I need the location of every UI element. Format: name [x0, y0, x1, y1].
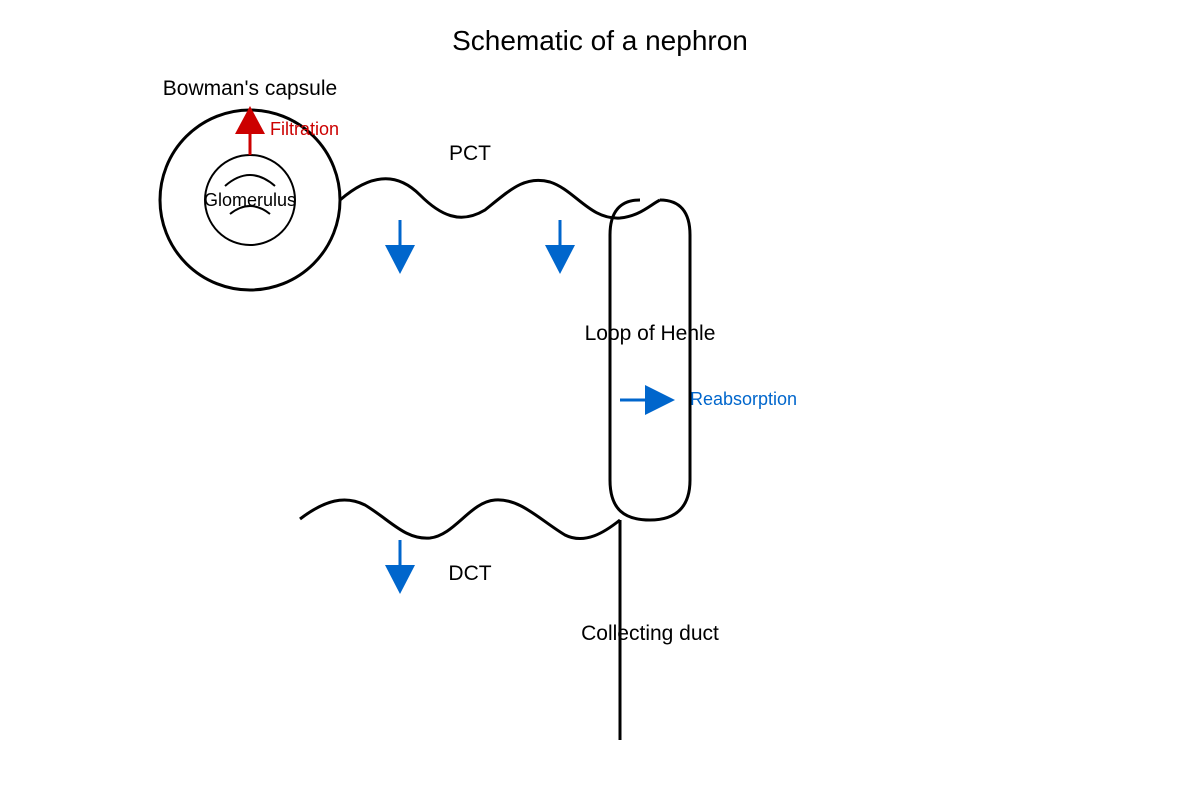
reabsorption-arrow-pct-2-head	[545, 245, 575, 274]
pct-label: PCT	[449, 142, 491, 165]
bowmans-capsule-label: Bowman's capsule	[163, 77, 337, 100]
glomerulus-label: Glomerulus	[204, 190, 296, 210]
loop-of-henle-label: Loop of Henle	[585, 322, 716, 345]
filtration-label: Filtration	[270, 119, 339, 139]
dct-label: DCT	[448, 562, 491, 585]
proximal-convoluted-tubule	[339, 177, 661, 220]
reabsorption-label: Reabsorption	[690, 389, 797, 409]
glomerulus-capillary-upper	[224, 174, 276, 187]
diagram-title: Schematic of a nephron	[452, 25, 748, 56]
collecting-duct-label: Collecting duct	[581, 622, 719, 645]
reabsorption-arrow-pct-1-head	[385, 245, 415, 274]
reabsorption-arrow-loop-head	[645, 385, 675, 415]
filtration-arrow-head	[235, 106, 265, 134]
reabsorption-arrow-dct-head	[385, 565, 415, 594]
loop-of-henle	[608, 198, 692, 522]
distal-convoluted-tubule	[299, 498, 621, 541]
glomerulus-capillary-lower	[229, 205, 271, 215]
